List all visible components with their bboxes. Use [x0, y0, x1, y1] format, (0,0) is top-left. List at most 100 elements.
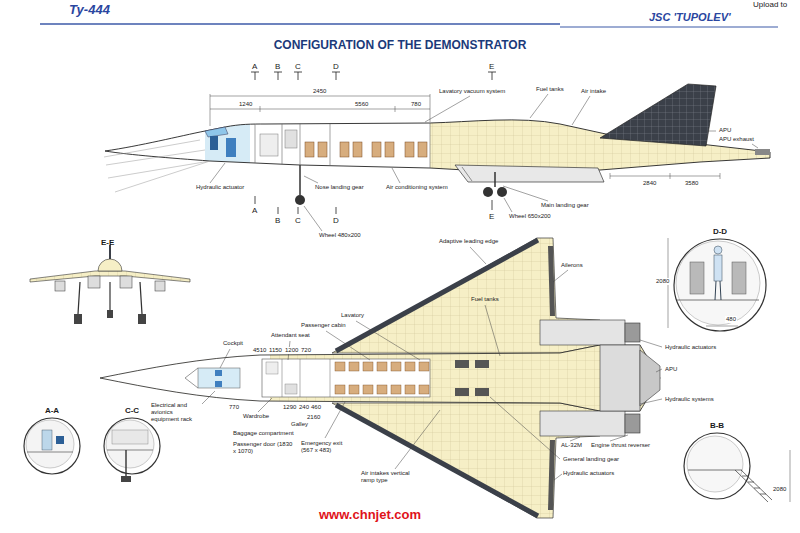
plan-view [349, 385, 359, 394]
dimension-lines [395, 106, 396, 112]
section-title: C-C [103, 405, 161, 417]
side-view [299, 165, 301, 195]
section-interiors [107, 450, 153, 451]
side-view [430, 123, 431, 168]
plan-view [455, 360, 489, 396]
front-view [138, 314, 146, 324]
front-view [120, 276, 132, 288]
section-markers [336, 207, 337, 214]
leader-lines [504, 198, 512, 212]
plan-view [377, 362, 387, 371]
plan-view [266, 362, 278, 374]
part-label: Baggage compartment [232, 430, 295, 437]
part-label: Hydraulic actuators [664, 344, 717, 351]
section-view: D-D [673, 226, 767, 332]
side-view [255, 124, 256, 163]
leader-lines [395, 410, 440, 469]
section-interiors [714, 255, 722, 281]
dimension-lines [610, 173, 611, 179]
plan-view [455, 388, 469, 396]
part-label: A [251, 62, 258, 71]
front-view [98, 259, 122, 271]
section-interiors [715, 281, 721, 300]
leader-lines [490, 397, 560, 459]
plan-view [625, 323, 640, 342]
leader-lines [570, 437, 580, 441]
header-rule [40, 24, 778, 27]
section-title: B-B [683, 420, 751, 432]
plan-view [391, 362, 401, 371]
side-view [305, 142, 427, 157]
dimension-lines [210, 109, 430, 110]
part-label: 1200 [284, 347, 299, 354]
section-markers [492, 200, 493, 210]
part-label: Air conditioning system [385, 184, 449, 191]
front-view [78, 282, 142, 314]
leader-lines [752, 144, 758, 148]
plan-view [335, 362, 429, 394]
side-view [205, 118, 250, 166]
part-label: 780 [410, 101, 422, 108]
section-interiors [42, 430, 52, 450]
section-interiors [106, 420, 154, 468]
plan-view [336, 240, 538, 351]
part-label: D [332, 62, 340, 71]
part-label: Galley [290, 421, 309, 428]
part-label: Hydraulic actuators [562, 470, 615, 477]
part-label: E [488, 62, 495, 71]
side-view [340, 142, 349, 157]
front-view [155, 281, 165, 291]
side-view [305, 142, 314, 157]
part-label: Air intake [580, 88, 607, 95]
part-label: C [294, 216, 302, 225]
plan-view [640, 350, 660, 406]
part-label: Wheel 480x200 [318, 232, 362, 239]
part-label: 3580 [684, 180, 699, 187]
part-label: General landing gear [562, 456, 620, 463]
plan-view [475, 360, 489, 368]
section-interiors [125, 450, 126, 476]
header-rule [560, 26, 778, 27]
plan-view [377, 385, 387, 394]
leader-lines [470, 247, 486, 264]
part-label: APU [664, 366, 678, 373]
plan-view [300, 359, 301, 397]
part-label: 5560 [354, 101, 369, 108]
section-interiors [706, 326, 738, 327]
part-label: 2450 [312, 88, 327, 95]
section-interiors [714, 246, 722, 254]
leader-lines [258, 398, 272, 412]
section-outline [23, 417, 81, 475]
side-view [405, 142, 414, 157]
leader-lines [210, 163, 225, 183]
side-view [494, 172, 496, 187]
leader-lines [656, 369, 662, 372]
section-markers [278, 207, 279, 214]
leader-lines [326, 331, 370, 360]
section-interiors [677, 300, 759, 301]
part-label: 2080 [772, 486, 787, 493]
section-interiors [56, 436, 64, 444]
side-view [300, 124, 301, 165]
part-label: Cockpit [222, 340, 244, 347]
plan-view [198, 368, 240, 388]
section-view: A-A [23, 405, 81, 475]
side-view [455, 165, 604, 182]
section-outline [683, 432, 751, 500]
part-label: Electrical and avionics equipment rack [150, 402, 202, 423]
leader-lines [304, 176, 318, 183]
leader-lines [304, 206, 322, 231]
section-view: B-B [683, 420, 751, 500]
plan-view [419, 385, 429, 394]
diagram-title: CONFIGURATION OF THE DEMONSTRATOR [0, 39, 800, 53]
section-interiors [112, 430, 148, 444]
part-label: 770 [228, 404, 240, 411]
front-view [74, 314, 82, 324]
side-view [318, 142, 327, 157]
part-label: Adaptive leading edge [438, 238, 499, 245]
section-interiors [676, 241, 760, 325]
part-label: 2160 [306, 414, 321, 421]
part-label: 1150 [268, 347, 283, 354]
